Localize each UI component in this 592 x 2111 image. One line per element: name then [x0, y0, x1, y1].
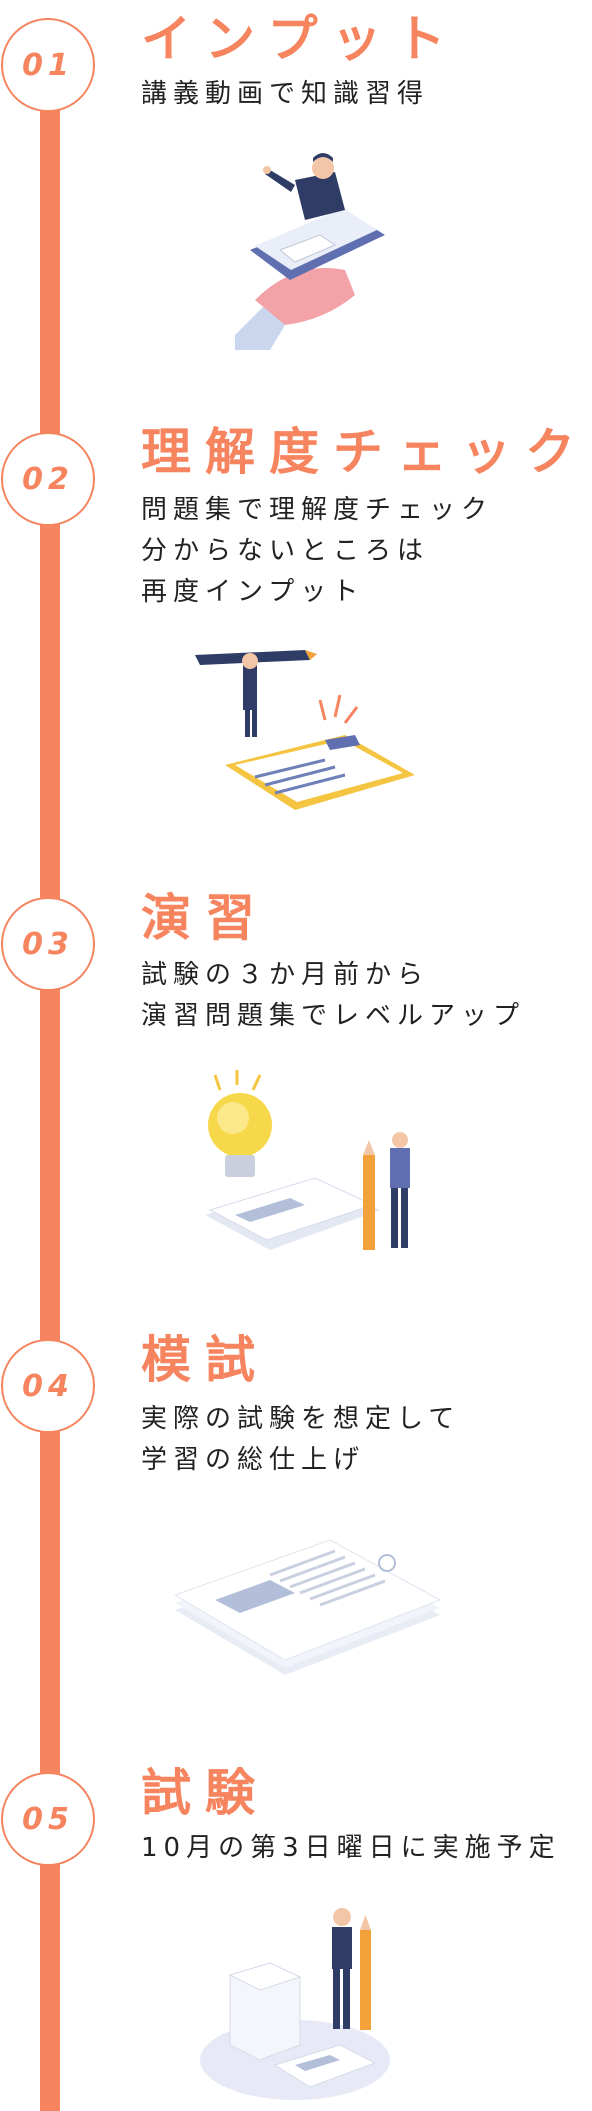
description-line: 講義動画で知識習得: [141, 79, 430, 109]
checklist-clipboard-illustration: [195, 650, 415, 810]
step-title: インプット: [141, 10, 460, 68]
step-number-badge: 02: [1, 432, 95, 526]
step-title: 模試: [141, 1331, 269, 1389]
exam-day-illustration: [200, 1908, 390, 2100]
description-line: 実際の試験を想定して: [141, 1404, 461, 1434]
timeline-rail: [40, 56, 60, 2111]
step-description: 試験の３か月前から 演習問題集でレベルアップ: [141, 955, 525, 1037]
description-line: 10月の第3日曜日に実施予定: [141, 1833, 561, 1863]
description-line: 試験の３か月前から: [141, 960, 430, 990]
step-description: 講義動画で知識習得: [141, 74, 429, 115]
step-description: 10月の第3日曜日に実施予定: [141, 1828, 561, 1869]
video-lecture-phone-illustration: [235, 153, 385, 350]
description-line: 学習の総仕上げ: [141, 1445, 366, 1475]
step-number-badge: 03: [1, 897, 95, 991]
lightbulb-idea-illustration: [205, 1070, 410, 1250]
step-title: 演習: [141, 889, 269, 947]
step-description: 問題集で理解度チェック 分からないところは 再度インプット: [141, 490, 493, 613]
description-line: 分からないところは: [141, 536, 430, 566]
step-title: 試験: [141, 1764, 269, 1822]
step-number-badge: 01: [1, 18, 95, 112]
step-number-badge: 05: [1, 1772, 95, 1866]
description-line: 問題集で理解度チェック: [141, 495, 494, 525]
description-line: 演習問題集でレベルアップ: [141, 1001, 526, 1031]
step-title: 理解度チェック: [141, 423, 589, 481]
step-number-badge: 04: [1, 1339, 95, 1433]
document-stack-illustration: [175, 1539, 440, 1675]
description-line: 再度インプット: [141, 577, 365, 607]
step-description: 実際の試験を想定して 学習の総仕上げ: [141, 1399, 460, 1481]
